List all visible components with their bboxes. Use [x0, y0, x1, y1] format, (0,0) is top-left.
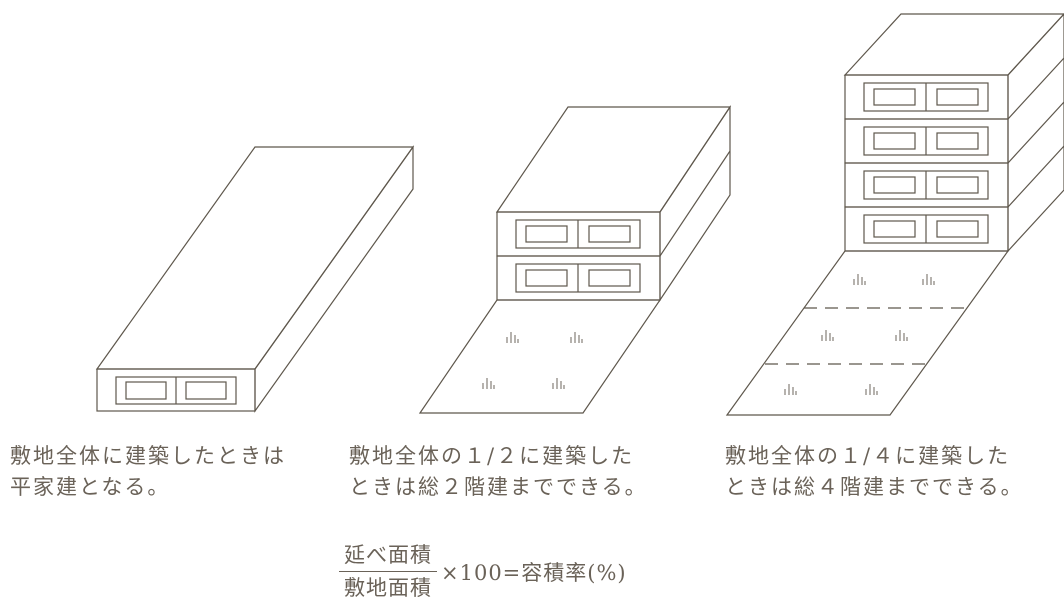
formula-denominator: 敷地面積: [344, 576, 432, 600]
caption-line: 敷地全体の１/２に建築した: [349, 444, 635, 468]
formula-result: ×100=容積率(%): [441, 560, 627, 585]
building1-window-right: [185, 381, 227, 400]
caption-line: 敷地全体の１/４に建築した: [725, 444, 1011, 468]
caption-half-area: 敷地全体の１/２に建築した ときは総２階建までできる。: [349, 441, 648, 503]
building1-side: [254, 145, 414, 413]
building3-floor1: [844, 206, 1009, 252]
yard-grass-icon: [784, 274, 935, 395]
building3-yard: [725, 250, 1010, 416]
caption-single-floor: 敷地全体に建築したときは 平家建となる。: [10, 441, 286, 503]
caption-line: ときは総２階建までできる。: [349, 475, 648, 499]
yard-grass-icon: [482, 332, 583, 389]
caption-quarter-area: 敷地全体の１/４に建築した ときは総４階建までできる。: [725, 441, 1024, 503]
building1-roof: [95, 146, 415, 370]
single-storey-building: [95, 145, 415, 413]
building2-yard: [418, 299, 662, 414]
caption-line: 平家建となる。: [10, 475, 171, 499]
building2-front-lower: [496, 255, 661, 301]
fraction-bar: [339, 571, 437, 572]
two-storey-building: [418, 105, 732, 414]
formula-numerator: 延べ面積: [344, 543, 432, 567]
caption-line: 敷地全体に建築したときは: [10, 444, 286, 468]
building1-window-left: [125, 381, 167, 400]
building1-front: [96, 368, 256, 412]
four-storey-building: [725, 13, 1064, 416]
caption-line: ときは総４階建までできる。: [725, 475, 1024, 499]
formula-fraction: 延べ面積 敷地面積: [339, 540, 437, 603]
building3-roof: [843, 13, 1064, 76]
floor-area-ratio-formula: 延べ面積 敷地面積 ×100=容積率(%): [339, 540, 627, 603]
